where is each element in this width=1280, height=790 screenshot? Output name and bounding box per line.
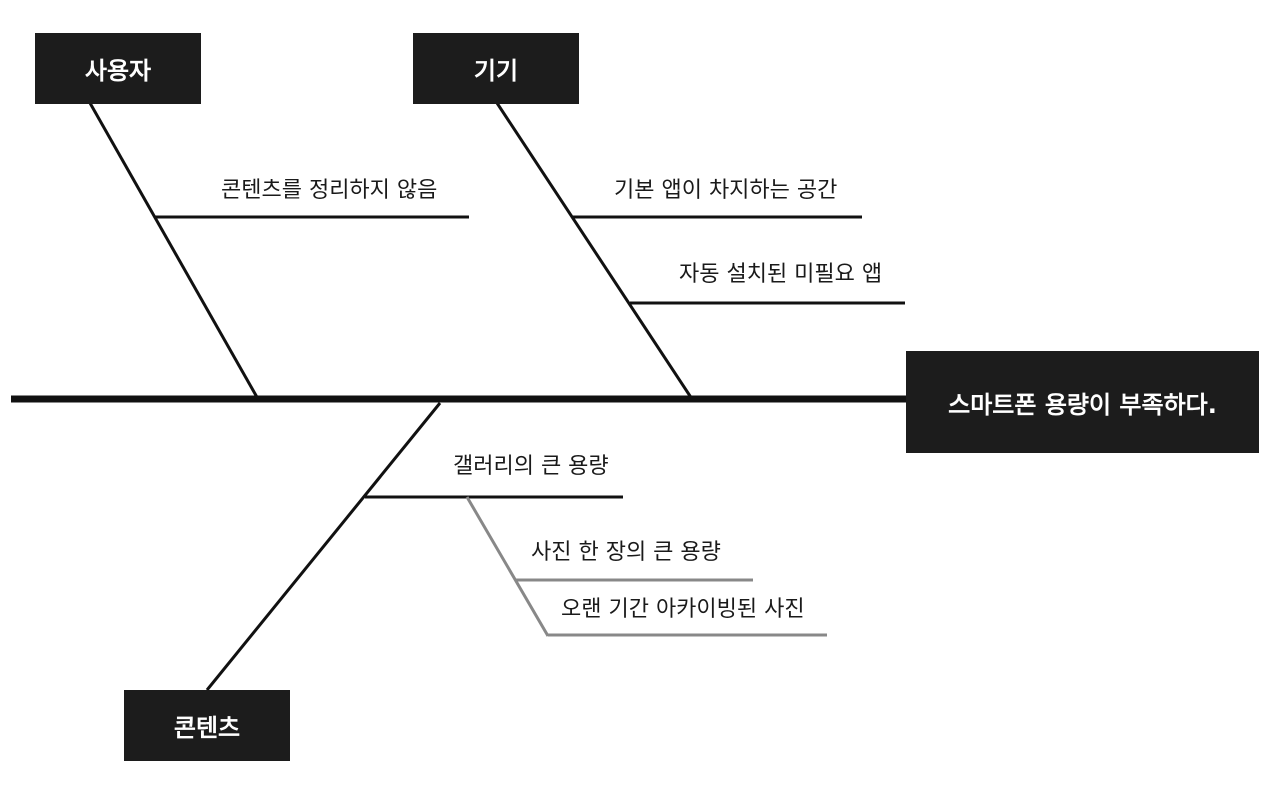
category-title-device: 기기 [473, 57, 519, 85]
category-title-user: 사용자 [84, 57, 152, 85]
category-box-device: 기기 [413, 33, 579, 104]
content-cause-label-1: 갤러리의 큰 용량 [453, 454, 609, 479]
device-bone-line [495, 102, 694, 400]
effect-title: 스마트폰 용량이 부족하다. [948, 390, 1217, 419]
category-box-user: 사용자 [35, 33, 201, 104]
category-title-content: 콘텐츠 [173, 714, 241, 742]
content-subbone-line [465, 496, 550, 637]
content-subcause-label-2: 오랜 기간 아카이빙된 사진 [561, 597, 805, 622]
device-cause-label-2: 자동 설치된 미필요 앱 [679, 262, 883, 287]
effect-box: 스마트폰 용량이 부족하다. [906, 351, 1259, 453]
device-cause-label-1: 기본 앱이 차지하는 공간 [614, 178, 838, 203]
category-box-content: 콘텐츠 [124, 690, 290, 761]
user-bone-line [88, 102, 260, 400]
content-bone-line [205, 402, 442, 691]
content-subcause-label-1: 사진 한 장의 큰 용량 [531, 540, 721, 565]
user-cause-label-1: 콘텐츠를 정리하지 않음 [221, 178, 438, 203]
